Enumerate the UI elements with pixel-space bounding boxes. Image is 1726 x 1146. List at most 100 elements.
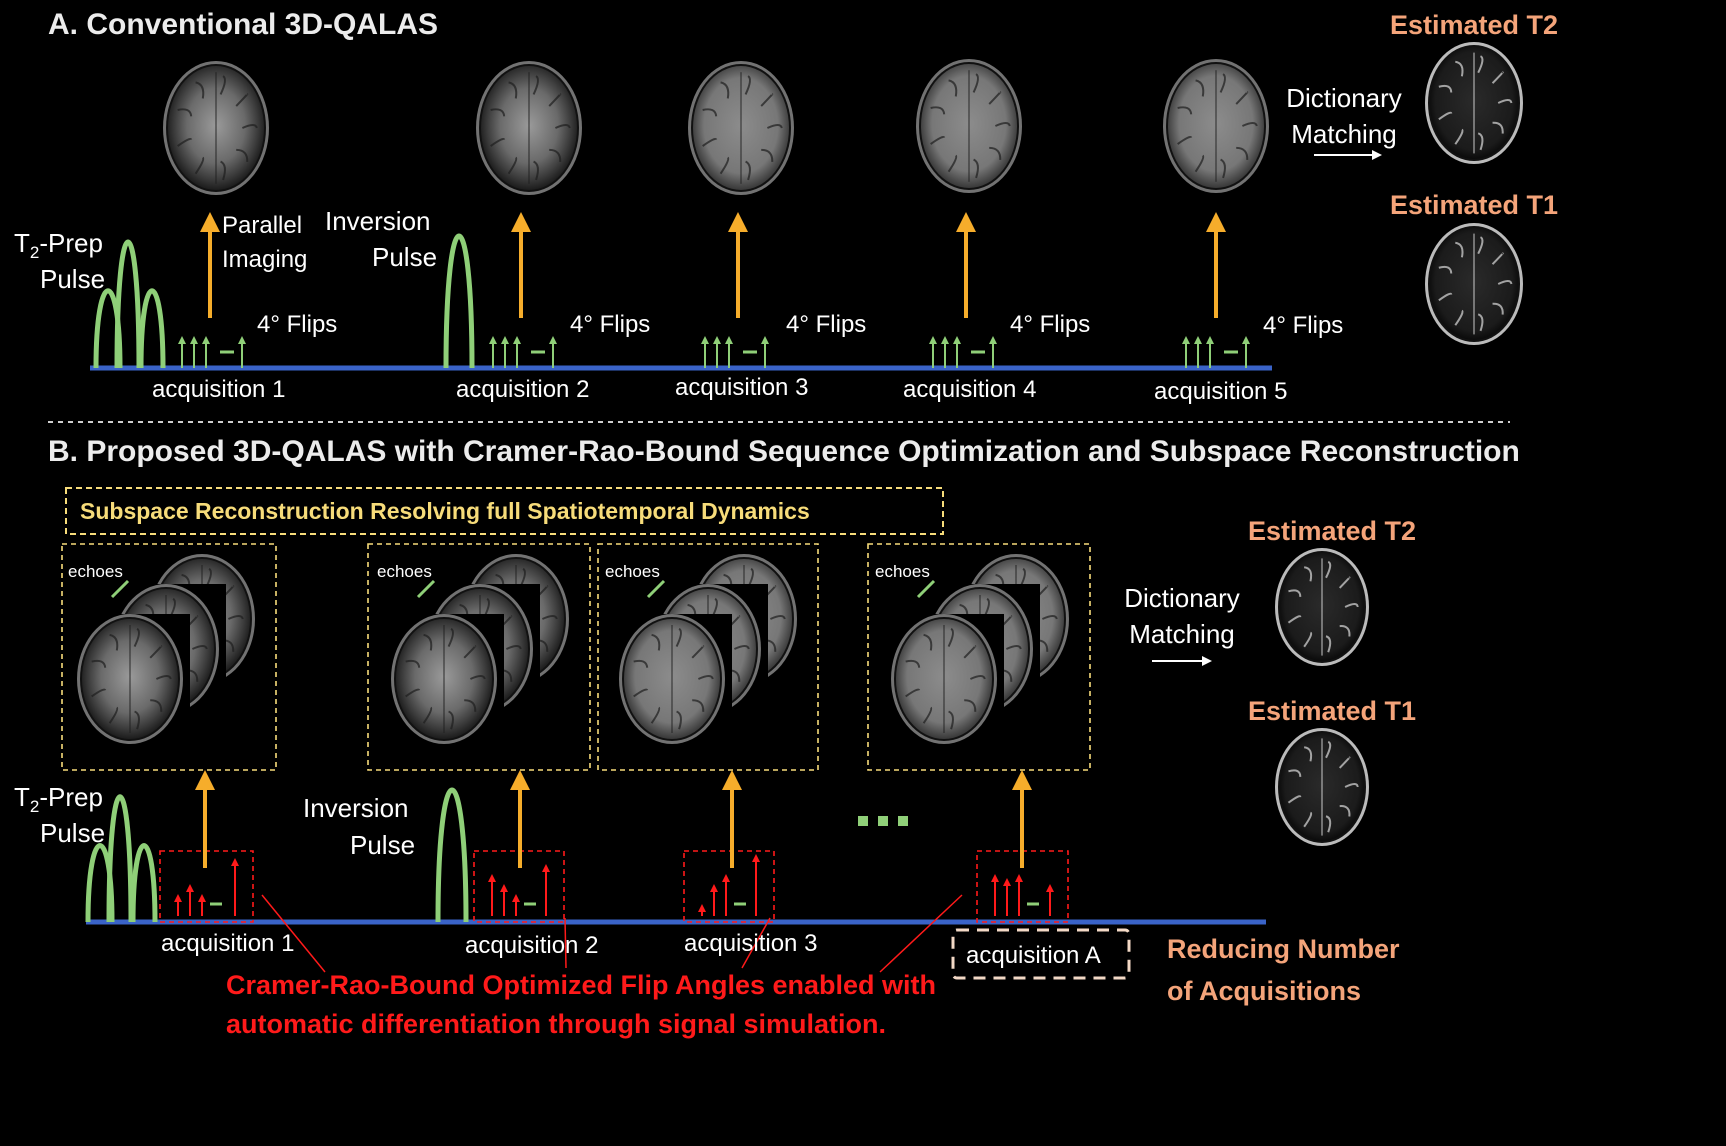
sulcus: [766, 124, 783, 129]
sulcus: [1288, 769, 1302, 777]
sulcus: [1325, 815, 1332, 833]
sulcus: [91, 688, 107, 698]
echo-brain-image: [891, 614, 997, 744]
echo-brain-image: [77, 614, 183, 744]
flip-arrow-head: [1182, 336, 1190, 344]
sulcus: [1236, 146, 1249, 160]
sulcus: [91, 659, 107, 668]
flip-arrow-head: [1242, 336, 1250, 344]
sulcus: [1338, 756, 1351, 769]
t2prep-label-a: T2-Prep: [14, 228, 103, 263]
echoes-label-2: echoes: [377, 562, 432, 581]
echoes-tick: [646, 579, 666, 599]
acquisition-label-b2: acquisition 2: [465, 932, 599, 959]
crb-flip-arrow-head: [698, 904, 706, 912]
sulcus: [236, 148, 249, 162]
sulcus: [1220, 158, 1226, 179]
ellipsis-dot: [878, 816, 888, 826]
sulcus: [1325, 635, 1332, 653]
crb-flip-group-3: [698, 854, 760, 916]
flip-group-a-extra: [238, 336, 246, 368]
acquisition-label-a4: acquisition 4: [903, 376, 1037, 403]
sulcus: [422, 706, 433, 724]
sulcus: [744, 75, 751, 95]
echo-panel-2: [367, 543, 591, 771]
sulcus: [464, 699, 477, 712]
sulcus: [676, 710, 682, 730]
sulcus: [1455, 60, 1464, 77]
sulcus: [447, 627, 454, 647]
flip-arrow-head: [513, 336, 521, 344]
sulcus: [448, 710, 454, 730]
sulcus: [948, 79, 958, 97]
crb-flip-arrow-head: [488, 874, 496, 882]
sulcus: [1325, 560, 1332, 579]
sulcus: [1497, 99, 1513, 104]
sulcus: [507, 156, 518, 175]
estimated-t2-map-b: [1275, 548, 1369, 666]
brain-mri-image-a2: [476, 61, 582, 195]
sulcus: [947, 154, 958, 173]
sulcus: [1344, 603, 1359, 608]
sulcus: [1241, 122, 1258, 127]
sulcus: [423, 633, 433, 651]
acquisition-label-a2: acquisition 2: [456, 376, 590, 403]
sulcus: [720, 81, 730, 99]
sulcus: [177, 108, 193, 117]
sulcus: [505, 645, 522, 650]
sulcus: [930, 106, 946, 115]
crb-note-line2: automatic differentiation through signal…: [226, 1009, 887, 1039]
sulcus: [469, 675, 486, 680]
sulcus: [1491, 71, 1504, 84]
echo-brain-image: [391, 614, 497, 744]
sulcus: [989, 146, 1002, 160]
right-arrow-head: [1202, 656, 1212, 666]
flip-arrow-head: [202, 336, 210, 344]
estimated-t1-map-a: [1425, 223, 1523, 345]
sulcus: [195, 81, 205, 99]
sulcus: [155, 675, 172, 680]
flip-arrow-head: [929, 336, 937, 344]
right-arrow-head: [1372, 150, 1382, 160]
ellipsis-dot: [898, 816, 908, 826]
sulcus: [191, 645, 208, 650]
echoes-label-1: echoes: [68, 562, 123, 581]
sulcus: [948, 710, 954, 730]
echo-panel-4: [867, 543, 1091, 771]
section-b-title: B. Proposed 3D-QALAS with Cramer-Rao-Bou…: [48, 435, 1520, 468]
sulcus: [133, 627, 140, 647]
crb-flip-group-1: [174, 858, 239, 916]
flip-group-a-extra: [989, 336, 997, 368]
parallel-imaging-label: Parallel: [222, 212, 303, 239]
sulcus: [241, 124, 258, 129]
sulcus: [1177, 136, 1193, 145]
sulcus: [930, 136, 946, 145]
flip-arrow-head: [178, 336, 186, 344]
sulcus: [733, 645, 750, 650]
flip-arrow-head: [1194, 336, 1202, 344]
sulcus: [1454, 309, 1464, 326]
sulcus: [1288, 589, 1302, 597]
rf-pulse-icon: [130, 843, 158, 923]
acquisition-label-a5: acquisition 5: [1154, 378, 1288, 405]
sulcus: [1438, 111, 1453, 121]
flip-arrow-head: [489, 336, 497, 344]
rf-pulse-icon: [138, 288, 166, 369]
sulcus: [1491, 252, 1504, 265]
sulcus: [1287, 795, 1302, 804]
sulcus: [692, 699, 705, 712]
sulcus: [651, 633, 661, 651]
sulcus: [109, 633, 119, 651]
sulcus: [994, 122, 1011, 127]
section-a-title: A. Conventional 3D-QALAS: [48, 8, 439, 41]
subspace-box: [65, 487, 944, 535]
sulcus: [177, 138, 193, 147]
acquisition-label-bA: acquisition A: [966, 942, 1101, 969]
acquisition-label-b1: acquisition 1: [161, 930, 295, 957]
echo-panel-1: [61, 543, 277, 771]
sulcus: [1005, 645, 1022, 650]
sulcus: [972, 73, 979, 93]
t2prep-pulse-label-b: Pulse: [40, 818, 106, 848]
flip-arrow-head: [1206, 336, 1214, 344]
